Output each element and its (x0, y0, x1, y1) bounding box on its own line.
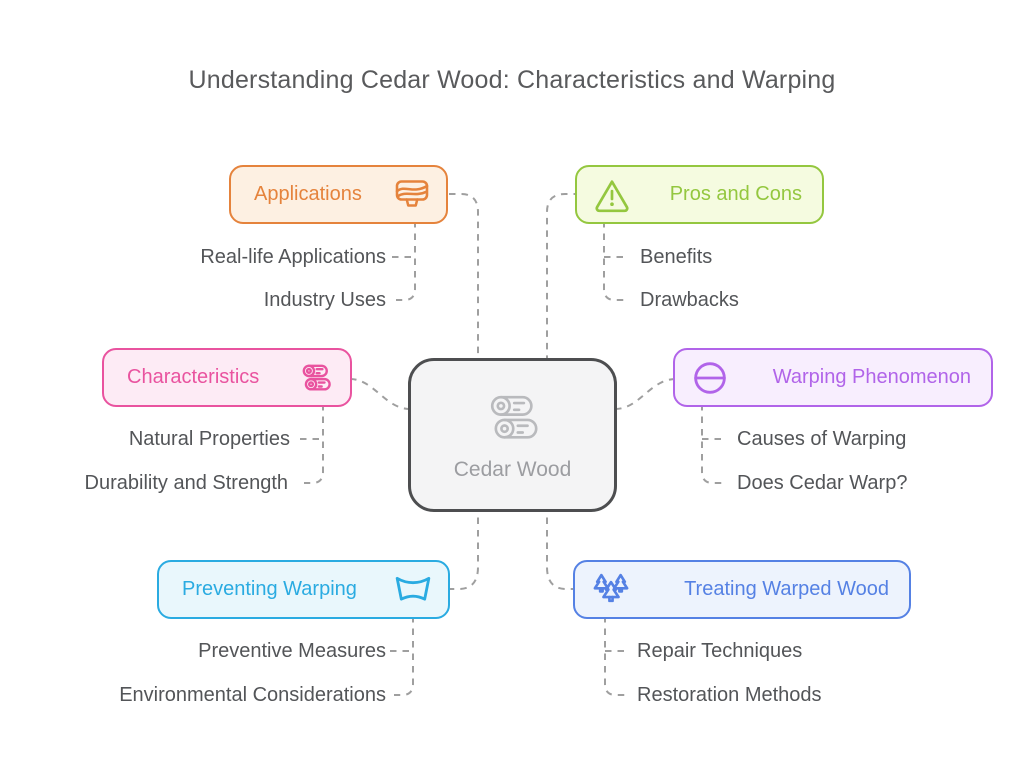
subtopic-preventive-measures[interactable]: Preventive Measures (198, 640, 386, 662)
node-label: Preventing Warping (182, 578, 357, 600)
node-treating-warped-wood[interactable]: Treating Warped Wood (573, 560, 911, 619)
connector (349, 378, 411, 410)
connector (396, 221, 416, 301)
connector (603, 221, 629, 301)
node-preventing-warping[interactable]: Preventing Warping (157, 560, 450, 619)
connector (394, 616, 414, 696)
connector (614, 378, 677, 410)
subtopic-industry-uses[interactable]: Industry Uses (263, 289, 386, 311)
connector (449, 193, 479, 366)
logs-icon (481, 389, 545, 452)
node-label: Applications (254, 183, 362, 205)
node-label: Warping Phenomenon (772, 366, 971, 388)
pine-trees-icon (590, 572, 632, 608)
fan-icon (393, 573, 433, 607)
subtopic-environmental-considerations[interactable]: Environmental Considerations (119, 684, 386, 706)
subtopic-causes-of-warping[interactable]: Causes of Warping (737, 428, 907, 450)
connector (304, 404, 324, 484)
node-characteristics[interactable]: Characteristics (102, 348, 352, 407)
connector (447, 505, 479, 590)
node-pros-and-cons[interactable]: Pros and Cons (575, 165, 824, 224)
logs-icon (297, 361, 335, 395)
page-title: Understanding Cedar Wood: Characteristic… (188, 66, 836, 94)
minus-circle-icon (690, 358, 730, 398)
central-node-label: Cedar Wood (453, 457, 572, 481)
warning-triangle-icon (592, 176, 632, 214)
subtopic-repair-techniques[interactable]: Repair Techniques (637, 640, 803, 662)
subtopic-natural-properties[interactable]: Natural Properties (128, 428, 290, 450)
connector (701, 404, 723, 484)
node-applications[interactable]: Applications (229, 165, 448, 224)
central-node-cedar-wood[interactable]: Cedar Wood (408, 358, 617, 512)
node-label: Characteristics (127, 366, 260, 388)
subtopic-restoration-methods[interactable]: Restoration Methods (637, 684, 822, 706)
subtopic-does-cedar-warp[interactable]: Does Cedar Warp? (737, 472, 908, 494)
subtopic-real-life-applications[interactable]: Real-life Applications (200, 246, 386, 268)
subtopic-durability-and-strength[interactable]: Durability and Strength (84, 472, 288, 494)
connector (546, 193, 580, 366)
node-warping-phenomenon[interactable]: Warping Phenomenon (673, 348, 993, 407)
node-label: Pros and Cons (669, 183, 802, 205)
subtopic-drawbacks[interactable]: Drawbacks (640, 289, 739, 311)
connector (604, 616, 626, 696)
subtopic-benefits[interactable]: Benefits (640, 246, 713, 268)
node-label: Treating Warped Wood (684, 578, 889, 600)
bowl-icon (393, 177, 431, 213)
